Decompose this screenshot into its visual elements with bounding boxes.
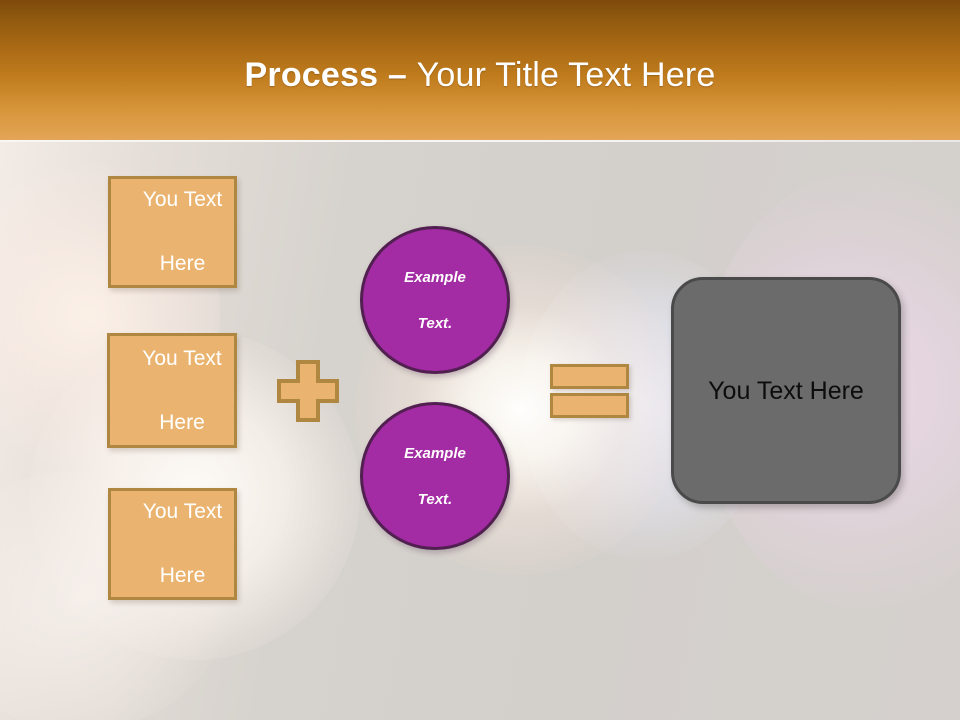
equals-bar-bottom	[550, 393, 629, 418]
input-box-3-line2: Here	[159, 564, 206, 587]
example-circle-1-line1: Example	[404, 268, 466, 286]
page-title-dash: –	[378, 56, 417, 94]
input-box-2-line2: Here	[159, 410, 205, 434]
header-underline	[0, 140, 960, 142]
example-circle-1-line2: Text.	[417, 314, 453, 332]
plus-icon[interactable]	[277, 360, 339, 422]
input-box-2-line1: You Text	[142, 346, 222, 370]
equals-icon[interactable]	[550, 364, 629, 418]
equals-bar-top	[550, 364, 629, 389]
input-box-3-line1: You Text	[142, 500, 223, 523]
result-box-label: You Text Here	[708, 376, 864, 405]
result-box[interactable]: You Text Here	[671, 277, 901, 504]
example-circle-2-line1: Example	[404, 444, 466, 462]
page-title-strong: Process	[244, 56, 379, 94]
example-circle-2-line2: Text.	[417, 490, 453, 508]
page-title-rest: Your Title Text Here	[416, 56, 716, 94]
page-title: Process – Your Title Text Here	[0, 52, 960, 98]
input-box-1-line2: Here	[159, 252, 206, 275]
slide-header-banner	[0, 0, 960, 140]
input-box-1-line1: You Text	[142, 188, 223, 211]
